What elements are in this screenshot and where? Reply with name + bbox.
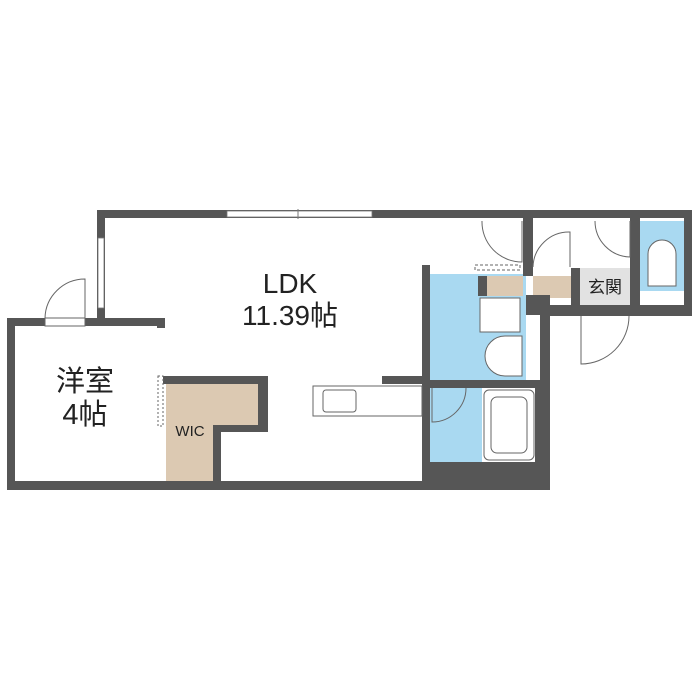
washing-machine-pan <box>479 297 521 333</box>
washbasin <box>484 335 523 377</box>
western-size: 4帖 <box>62 399 108 432</box>
room-label-ldk: LDK 11.39帖 <box>220 268 360 332</box>
ldk-name: LDK <box>262 268 318 299</box>
wic-floor <box>166 383 258 482</box>
kitchen-sink <box>322 389 357 413</box>
window-top <box>226 210 373 218</box>
toilet-icon <box>647 239 677 287</box>
walls <box>7 210 692 490</box>
bathroom-floor <box>430 388 482 463</box>
room-label-western: 洋室 4帖 <box>30 366 140 433</box>
window-left <box>97 237 105 309</box>
ldk-size: 11.39帖 <box>242 300 338 332</box>
storage-1 <box>487 276 523 296</box>
western-name: 洋室 <box>55 366 114 398</box>
entrance-floor <box>580 268 630 306</box>
room-label-entrance: 玄関 <box>588 278 622 297</box>
room-label-wic: WIC <box>175 423 205 440</box>
fixtures <box>312 239 677 461</box>
storage-2 <box>533 276 571 298</box>
doors <box>44 220 631 427</box>
